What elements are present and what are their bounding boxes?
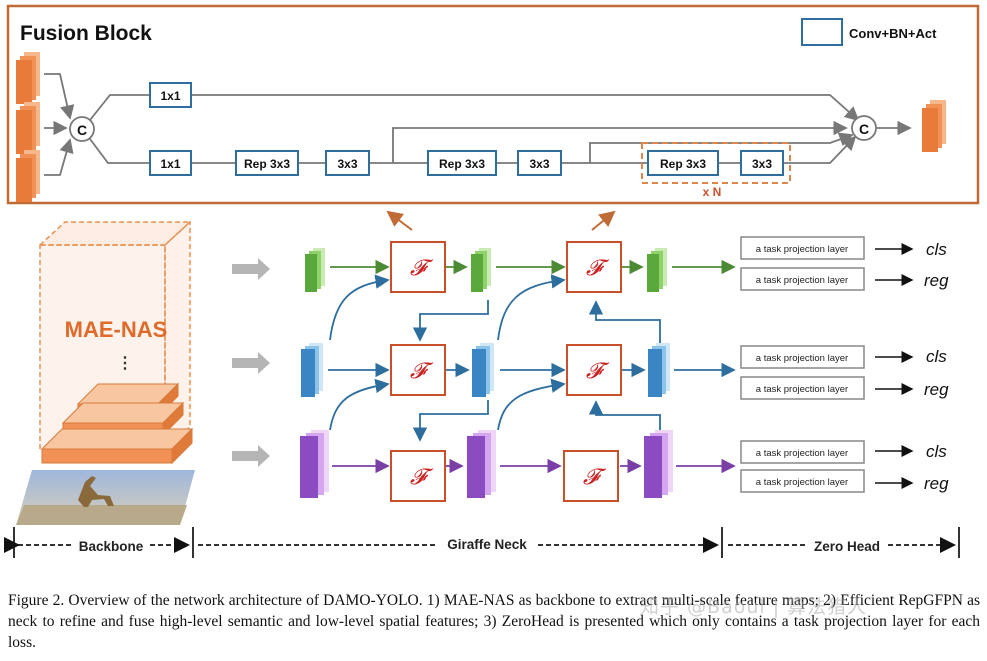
section-label-neck: Giraffe Neck [447,537,527,552]
backbone-output-arrows [232,258,270,467]
input-feature-stack [16,102,40,154]
figure-caption: Figure 2. Overview of the network archit… [8,592,980,651]
conv3x3-block-c [740,150,784,176]
input-feature-stack [16,52,40,104]
conv3x3-block-a [325,150,370,176]
head-output-cls: cls [926,442,947,461]
rep3x3-label-a: Rep 3x3 [244,157,290,171]
neck-cross-connections [329,274,661,442]
conv3x3-label-c: 3x3 [752,157,772,171]
rep3x3-label-b: Rep 3x3 [439,157,485,171]
feature-maps-green [305,248,667,292]
fusion-flow-lines [89,94,912,164]
head-output-reg: reg [924,474,949,493]
backbone-name: MAE-NAS [65,317,168,342]
feature-map-green-out [647,248,667,292]
conv1x1-bottom-block [149,150,192,176]
input-image [16,470,195,525]
watermark: 知乎 @Baoul | 算法猎人 [640,596,868,618]
conv3x3-label-a: 3x3 [337,157,357,171]
rep3x3-block-a [235,150,299,176]
feature-maps-blue [301,343,670,397]
head-output-cls: cls [926,347,947,366]
input-arrows [44,73,75,176]
fusion-block-title: Fusion Block [20,22,152,45]
task-projection-layer-label: a task projection layer [756,384,848,395]
head-row: a task projection layer cls [740,345,947,369]
legend-swatch [801,18,843,46]
repeat-group-frame [641,142,791,184]
fusion-nodes: 𝓕 𝓕 𝓕 𝓕 𝓕 𝓕 [390,241,622,502]
fusion-block: Fusion Block Conv+BN+Act C [6,4,980,205]
legend-label: Conv+BN+Act [849,26,937,41]
head-row: a task projection layer cls [740,236,947,260]
fusion-node-top-left [390,241,446,293]
zero-head: a task projection layer cls a task proje… [740,236,949,493]
conv1x1-top-block [149,82,192,108]
head-output-reg: reg [924,380,949,399]
feature-map-purple-p3 [300,430,329,498]
conv1x1-bottom-label: 1x1 [160,157,180,171]
head-row: a task projection layer reg [740,376,949,400]
zoom-arrow-right [591,210,616,231]
head-row: a task projection layer reg [740,267,949,291]
feature-map-purple-mid [467,430,496,498]
section-label-head: Zero Head [814,539,880,554]
fusion-node-bottom-left [390,450,446,502]
backbone: MAE-NAS ⋮ [16,220,195,525]
section-brackets [4,527,960,558]
task-projection-layer-label: a task projection layer [756,275,848,286]
neck: 𝓕 𝓕 𝓕 𝓕 𝓕 𝓕 [300,241,736,502]
concat-symbol-in: C [77,122,87,138]
rep3x3-block-c [647,150,719,176]
output-feature-stack [922,100,946,152]
input-feature-stack [16,150,40,202]
fusion-node-mid-right [566,344,622,396]
neck-horizontal-flows [328,259,736,474]
feature-map-green-mid [471,248,491,292]
head-row: a task projection layer reg [740,469,949,493]
giraffe-silhouette [78,476,114,507]
feature-map-blue-p4 [301,343,323,397]
feature-maps-purple [300,430,673,498]
conv1x1-top-label: 1x1 [160,89,180,103]
fusion-input-stacks [16,52,40,202]
concat-node-in [69,116,95,142]
task-projection-layer-label: a task projection layer [756,244,848,255]
zoom-arrow-left [386,210,413,231]
task-projection-layer-label: a task projection layer [756,477,848,488]
backbone-ellipsis: ⋮ [117,355,133,372]
feature-map-green-p5 [305,248,325,292]
concat-node-out [851,115,877,141]
fusion-node-mid-left [390,344,446,396]
rep3x3-label-c: Rep 3x3 [660,157,706,171]
architecture-diagram: Fusion Block Conv+BN+Act C [4,4,980,558]
conv3x3-block-b [517,150,562,176]
head-row: a task projection layer cls [740,440,947,464]
conv3x3-label-b: 3x3 [529,157,549,171]
backbone-stage-1 [40,427,194,465]
fusion-node-bottom-right [563,450,619,502]
task-projection-layer-label: a task projection layer [756,353,848,364]
feature-map-purple-out [644,430,673,498]
fusion-node-top-right [566,241,622,293]
task-projection-layer-label: a task projection layer [756,448,848,459]
concat-symbol-out: C [859,121,869,137]
head-output-reg: reg [924,271,949,290]
section-label-backbone: Backbone [79,539,144,554]
rep3x3-block-b [427,150,497,176]
repeat-label: x N [703,185,722,199]
head-output-cls: cls [926,240,947,259]
feature-map-blue-out [648,343,670,397]
conv-blocks: 1x1 1x1 Rep 3x3 3x3 Rep 3x3 3x3 Rep 3x3 … [149,82,791,199]
feature-map-blue-mid [472,343,494,397]
